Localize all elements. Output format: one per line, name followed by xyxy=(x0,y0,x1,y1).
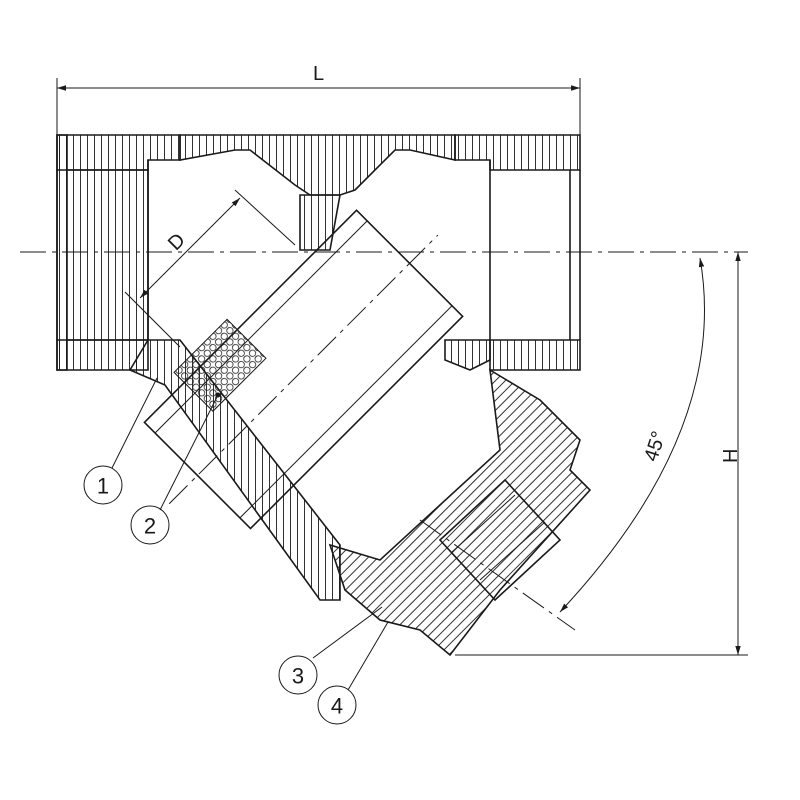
strainer-screen xyxy=(143,209,464,530)
dimension-diameter: D xyxy=(124,189,296,348)
callout-2-label: 2 xyxy=(144,514,156,539)
dimension-length-label: L xyxy=(313,63,324,85)
end-cap xyxy=(328,368,592,657)
callout-2: 2 xyxy=(130,392,221,545)
dimension-height-label: H xyxy=(720,449,742,463)
dimension-length: L xyxy=(56,63,581,135)
callout-1: 1 xyxy=(83,377,158,505)
dimension-angle: 45° xyxy=(559,257,705,613)
callout-4-label: 4 xyxy=(331,694,343,719)
callout-3: 3 xyxy=(278,606,383,695)
dimension-angle-label: 45° xyxy=(640,429,670,465)
valve-body xyxy=(56,134,581,601)
callout-3-label: 3 xyxy=(292,664,304,689)
callout-1-label: 1 xyxy=(97,474,109,499)
dimension-height: H xyxy=(455,252,748,656)
mesh-detail xyxy=(173,318,267,412)
dimension-diameter-label: D xyxy=(164,229,190,255)
callout-4: 4 xyxy=(317,621,389,725)
